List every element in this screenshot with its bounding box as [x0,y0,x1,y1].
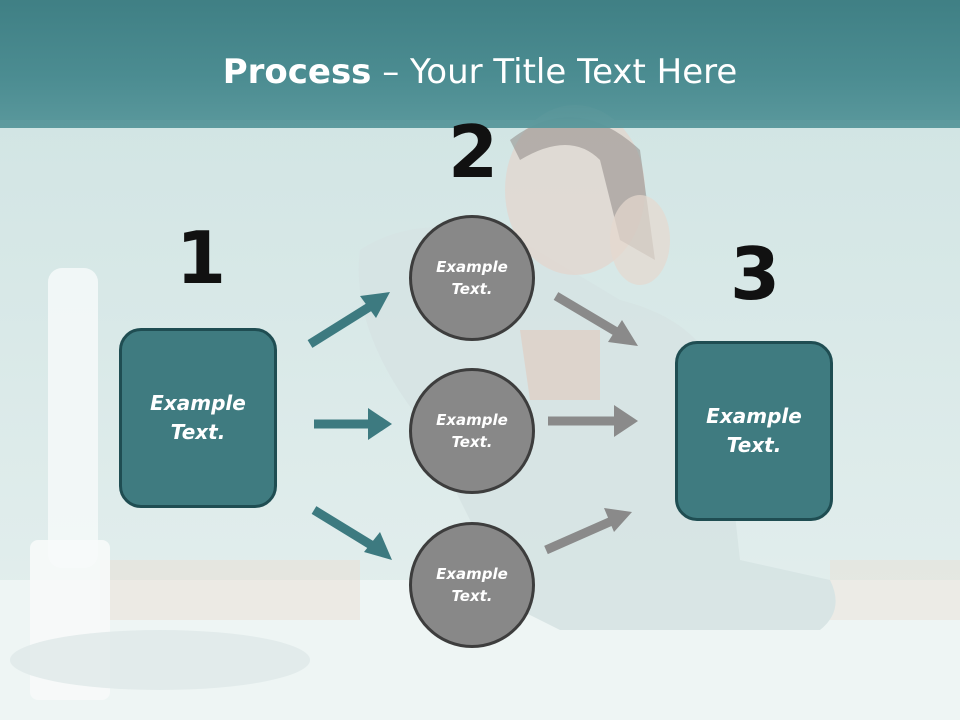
slide-title: Process – Your Title Text Here [0,52,960,92]
step-number-2: 2 [448,110,499,194]
arrow-middle-to-right [548,405,638,437]
title-bold: Process [222,52,372,92]
arrow-left-to-bottom [311,506,392,560]
arrow-left-to-middle [314,408,392,440]
process-circle-bottom: Example Text. [409,522,535,648]
circle-bottom-text: Example Text. [436,564,508,606]
step-number-3: 3 [730,232,781,316]
circle-middle-text: Example Text. [436,410,508,452]
title-rest: – Your Title Text Here [371,52,738,92]
circle-top-text: Example Text. [436,257,508,299]
start-box-text: Example Text. [150,391,246,444]
arrow-top-to-right [553,292,638,346]
arrow-left-to-top [307,292,390,348]
end-box-text: Example Text. [706,404,802,457]
process-circle-top: Example Text. [409,215,535,341]
start-box: Example Text. [119,328,277,508]
step-number-1: 1 [176,216,227,300]
process-circle-middle: Example Text. [409,368,535,494]
title-band [0,0,960,128]
arrow-bottom-to-right [544,508,632,555]
end-box: Example Text. [675,341,833,521]
